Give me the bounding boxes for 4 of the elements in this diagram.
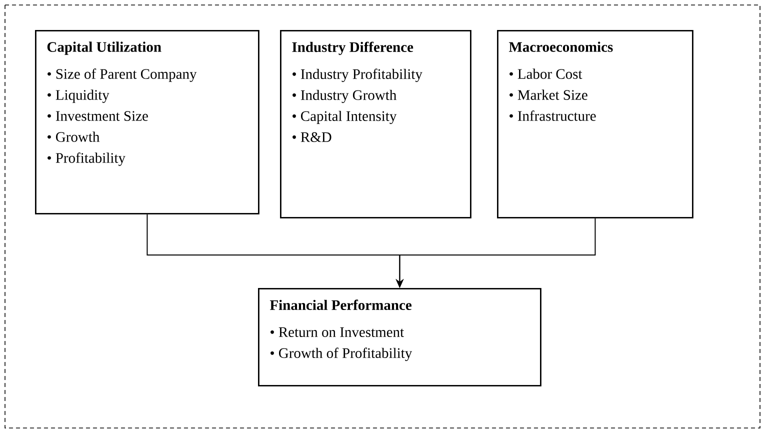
category-box: Financial Performance • Return on Investment • Growth of Profitability (258, 288, 542, 386)
category-box: Capital Utilization • Size of Parent Company • Liquidity • Investment Size • Growth • Profitability (35, 30, 260, 214)
category-box: Industry Difference • Industry Profitability • Industry Growth • Capital Intensity • R&D (280, 30, 472, 218)
category-box: Macroeconomics • Labor Cost • Market Size • Infrastructure (497, 30, 694, 218)
